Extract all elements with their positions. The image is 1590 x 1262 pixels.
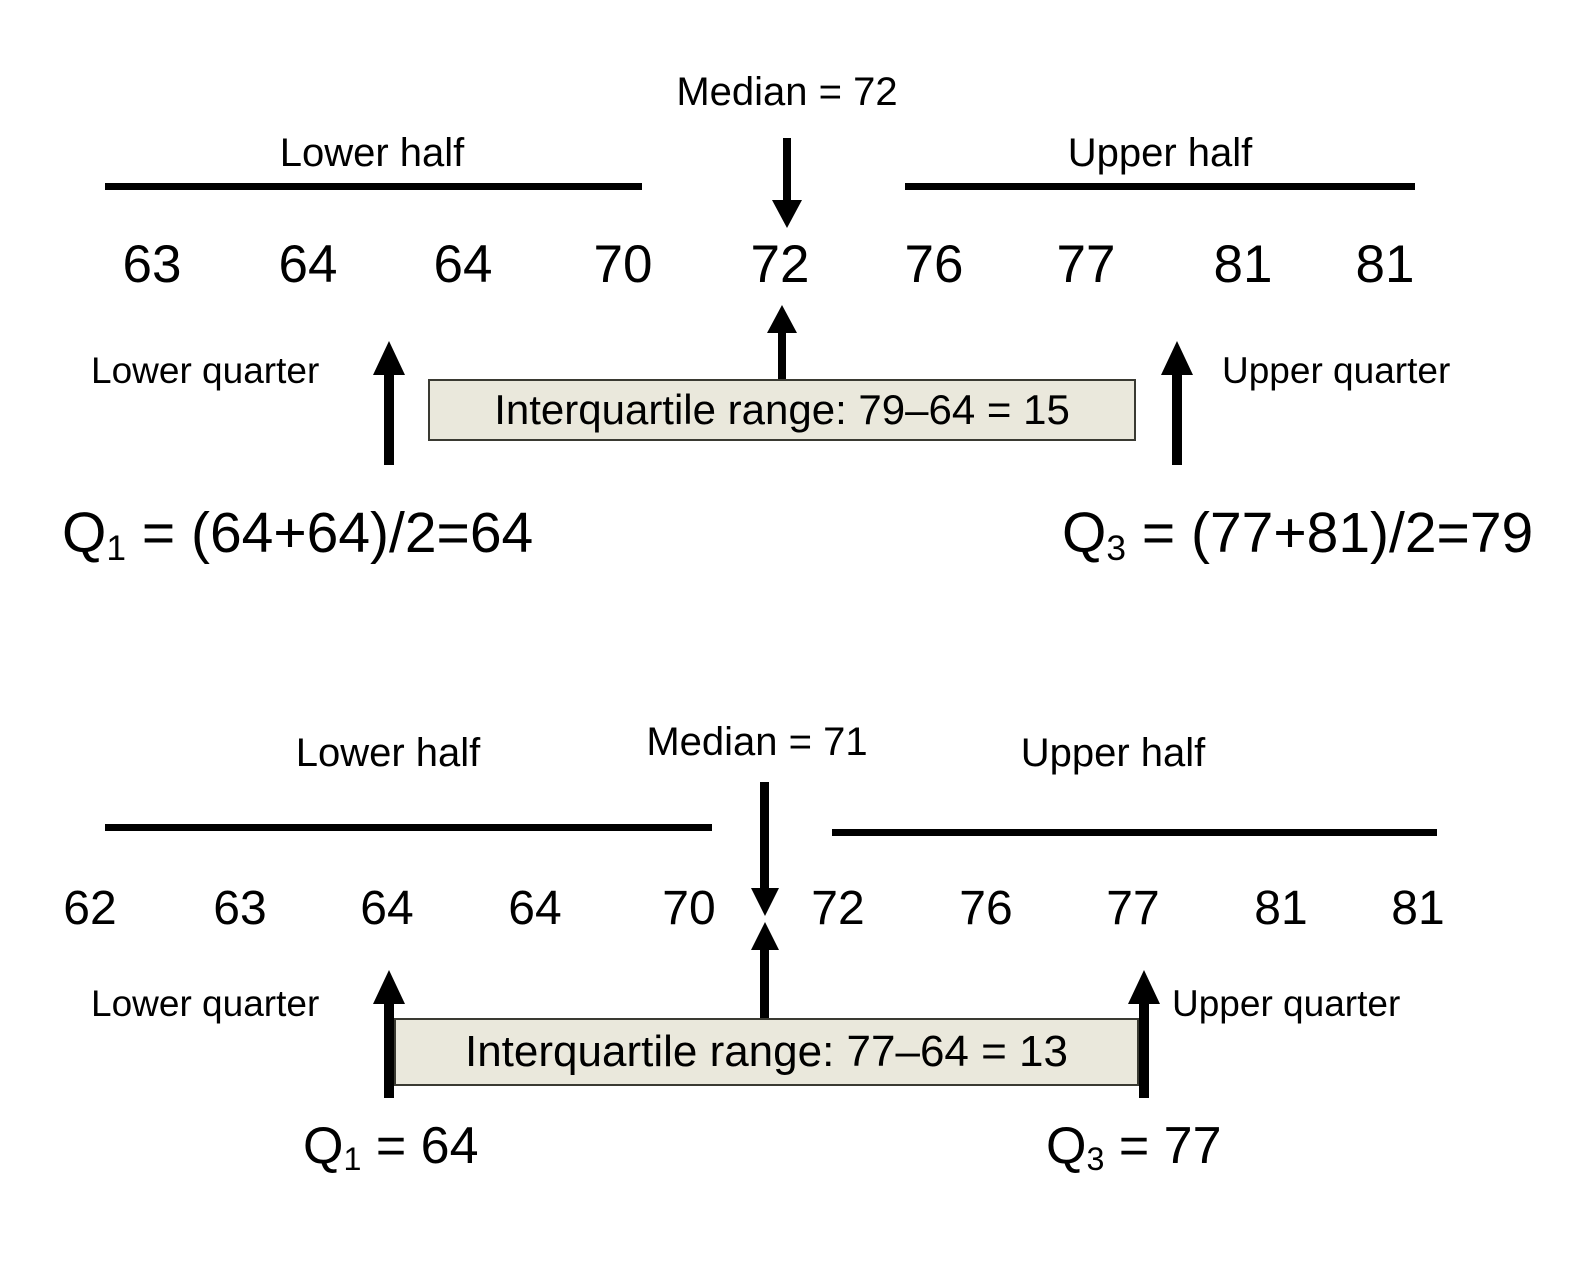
lower-quarter-up-arrow-bottom bbox=[373, 970, 405, 1098]
data-value: 76 bbox=[959, 882, 1013, 935]
q1-expression: = 64 bbox=[361, 1117, 479, 1175]
data-value: 81 bbox=[1213, 235, 1273, 294]
median-label-bottom: Median = 71 bbox=[646, 720, 868, 764]
q3-symbol: Q bbox=[1046, 1117, 1087, 1175]
data-value: 64 bbox=[360, 882, 414, 935]
q1-subscript: 1 bbox=[343, 1141, 362, 1178]
data-value: 81 bbox=[1391, 882, 1445, 935]
median-up-arrow-top bbox=[767, 305, 797, 391]
lower-half-bar-top bbox=[105, 183, 642, 190]
data-value: 64 bbox=[433, 235, 493, 294]
q1-symbol: Q bbox=[62, 501, 107, 565]
q1-formula-top: Q1 = (64+64)/2=64 bbox=[62, 505, 533, 566]
upper-quarter-up-arrow-top bbox=[1161, 341, 1193, 465]
data-value: 76 bbox=[904, 235, 964, 294]
panel-odd-n: Median = 72 Lower half Upper half 63 64 … bbox=[0, 0, 1590, 620]
q3-formula-top: Q3 = (77+81)/2=79 bbox=[1062, 505, 1533, 566]
interquartile-range-text: Interquartile range: 77–64 = 13 bbox=[464, 1027, 1068, 1076]
interquartile-range-box-bottom: Interquartile range: 77–64 = 13 bbox=[394, 1018, 1139, 1086]
q1-expression: = (64+64)/2=64 bbox=[126, 501, 534, 565]
median-label-top: Median = 72 bbox=[676, 70, 898, 114]
lower-half-bar-bottom bbox=[105, 824, 712, 831]
interquartile-range-box-top: Interquartile range: 79–64 = 15 bbox=[428, 379, 1136, 441]
upper-half-bar-top bbox=[905, 183, 1415, 190]
data-value: 64 bbox=[508, 882, 562, 935]
data-value: 72 bbox=[811, 882, 865, 935]
upper-half-bar-bottom bbox=[832, 829, 1437, 836]
upper-half-label-bottom: Upper half bbox=[1020, 731, 1206, 775]
data-value: 70 bbox=[593, 235, 653, 294]
data-value: 77 bbox=[1056, 235, 1116, 294]
q1-formula-bottom: Q1 = 64 bbox=[303, 1120, 479, 1175]
data-value: 70 bbox=[662, 882, 716, 935]
q3-subscript: 3 bbox=[1106, 528, 1126, 568]
q3-subscript: 3 bbox=[1086, 1141, 1105, 1178]
data-value: 81 bbox=[1355, 235, 1415, 294]
upper-quarter-label-top: Upper quarter bbox=[1222, 350, 1451, 391]
data-value-median: 72 bbox=[750, 235, 810, 294]
median-down-arrow-top bbox=[772, 138, 802, 228]
q3-symbol: Q bbox=[1062, 501, 1107, 565]
upper-quarter-up-arrow-bottom bbox=[1128, 970, 1160, 1098]
median-up-arrow-bottom bbox=[751, 922, 779, 1034]
lower-quarter-up-arrow-top bbox=[373, 341, 405, 465]
data-value: 63 bbox=[122, 235, 182, 294]
lower-half-label-top: Lower half bbox=[279, 131, 465, 175]
q3-expression: = (77+81)/2=79 bbox=[1126, 501, 1534, 565]
q3-expression: = 77 bbox=[1104, 1117, 1222, 1175]
panel-even-n: Median = 71 Lower half Upper half 62 63 … bbox=[0, 660, 1590, 1260]
q1-subscript: 1 bbox=[106, 528, 126, 568]
data-value: 81 bbox=[1254, 882, 1308, 935]
lower-quarter-label-bottom: Lower quarter bbox=[91, 983, 320, 1024]
upper-half-label-top: Upper half bbox=[1067, 131, 1253, 175]
q3-formula-bottom: Q3 = 77 bbox=[1046, 1120, 1222, 1175]
data-value: 63 bbox=[213, 882, 267, 935]
data-value: 77 bbox=[1106, 882, 1160, 935]
lower-quarter-label-top: Lower quarter bbox=[91, 350, 320, 391]
interquartile-range-text: Interquartile range: 79–64 = 15 bbox=[494, 386, 1070, 433]
lower-half-label-bottom: Lower half bbox=[295, 731, 481, 775]
median-down-arrow-bottom bbox=[751, 782, 779, 916]
data-value: 64 bbox=[278, 235, 338, 294]
data-value: 62 bbox=[63, 882, 117, 935]
upper-quarter-label-bottom: Upper quarter bbox=[1172, 983, 1401, 1024]
q1-symbol: Q bbox=[303, 1117, 344, 1175]
